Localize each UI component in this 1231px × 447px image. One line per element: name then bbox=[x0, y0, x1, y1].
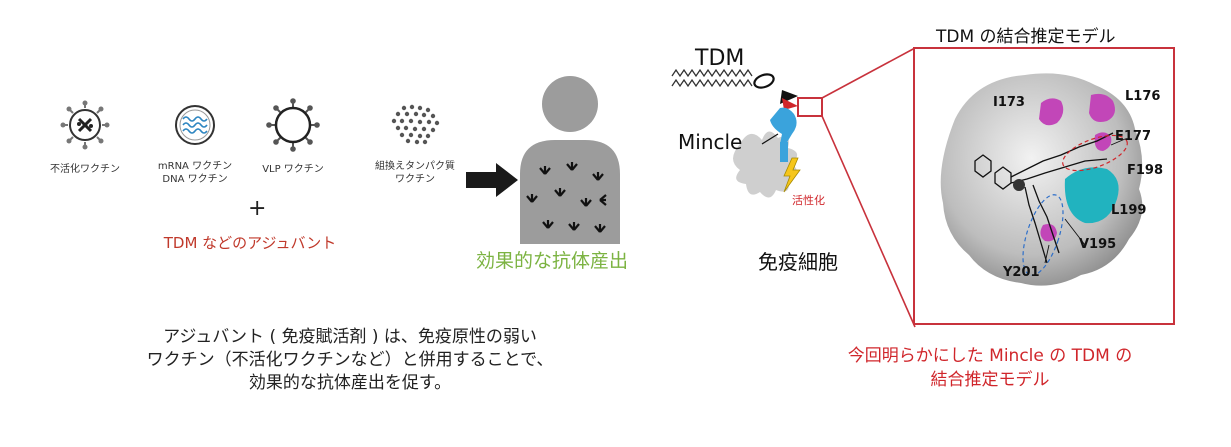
left-panel: 不活化ワクチン mRNA ワクチン DNA ワクチン VLP ワクチン bbox=[50, 76, 629, 395]
vaccine-label-inactivated: 不活化ワクチン bbox=[50, 164, 120, 175]
model-title: TDM の結合推定モデル bbox=[936, 27, 1116, 47]
residue-label-e177: E177 bbox=[1115, 129, 1152, 144]
protein-surface bbox=[940, 73, 1143, 286]
mrna-dna-vaccine-icon bbox=[175, 105, 215, 145]
right-arrow-icon bbox=[466, 163, 518, 197]
vlp-vaccine-icon bbox=[266, 98, 320, 152]
vaccine-label-dna: DNA ワクチン bbox=[162, 174, 228, 185]
vaccine-label-recombinant-line2: ワクチン bbox=[395, 174, 435, 185]
vaccine-label-vlp: VLP ワクチン bbox=[262, 164, 324, 175]
mincle-receptor-shape bbox=[770, 107, 797, 144]
left-caption-line2: ワクチン（不活化ワクチンなど）と併用することで、 bbox=[146, 350, 554, 370]
vaccine-label-recombinant-line1: 組換えタンパク質 bbox=[375, 161, 455, 172]
right-caption-line1: 今回明らかにした Mincle の TDM の bbox=[847, 346, 1133, 366]
mincle-label: Mincle bbox=[678, 130, 743, 154]
vaccine-label-recombinant: 組換えタンパク質 ワクチン bbox=[360, 160, 470, 186]
tdm-label: TDM bbox=[695, 46, 745, 71]
residue-label-v195: V195 bbox=[1079, 237, 1117, 252]
left-caption: アジュバント ( 免疫賦活剤 ) は、免疫原性の弱い ワクチン（不活化ワクチンな… bbox=[80, 326, 620, 395]
right-caption: 今回明らかにした Mincle の TDM の 結合推定モデル bbox=[780, 344, 1200, 392]
residue-label-y201: Y201 bbox=[1003, 265, 1040, 280]
magenta-patch bbox=[1039, 98, 1064, 126]
inactivated-vaccine-icon bbox=[60, 100, 110, 150]
binding-model-frame: I173 L176 E177 F198 L199 V195 Y201 bbox=[913, 47, 1175, 325]
cyan-patch bbox=[1064, 167, 1119, 224]
activation-label: 活性化 bbox=[792, 194, 825, 207]
person-antibody-icon bbox=[520, 76, 620, 244]
vaccine-label-mrna-dna: mRNA ワクチン DNA ワクチン bbox=[140, 160, 250, 186]
plus-sign: + bbox=[248, 196, 267, 221]
right-panel: TDM Mincle 活性化 免疫細胞 TDM の結合推定モデル bbox=[660, 0, 1231, 447]
magenta-patch bbox=[1089, 93, 1115, 122]
vaccine-label-mrna: mRNA ワクチン bbox=[157, 161, 233, 172]
residue-label-i173: I173 bbox=[993, 95, 1025, 110]
antibody-output-label: 効果的な抗体産出 bbox=[476, 250, 629, 272]
tdm-mincle-schematic bbox=[671, 68, 823, 198]
magenta-patch bbox=[1040, 224, 1057, 242]
right-caption-line2: 結合推定モデル bbox=[930, 370, 1050, 390]
left-caption-line1: アジュバント ( 免疫賦活剤 ) は、免疫原性の弱い bbox=[163, 327, 537, 347]
residue-label-l176: L176 bbox=[1125, 89, 1161, 104]
zoom-connector-lines bbox=[821, 47, 916, 328]
protein-surface-model bbox=[940, 73, 1143, 286]
adjuvant-label: TDM などのアジュバント bbox=[163, 234, 337, 252]
immune-cell-label: 免疫細胞 bbox=[758, 250, 838, 274]
left-caption-line3: 効果的な抗体産出を促す。 bbox=[248, 373, 452, 393]
residue-label-f198: F198 bbox=[1127, 163, 1164, 178]
residue-label-l199: L199 bbox=[1111, 203, 1147, 218]
recombinant-protein-vaccine-icon bbox=[391, 104, 440, 145]
